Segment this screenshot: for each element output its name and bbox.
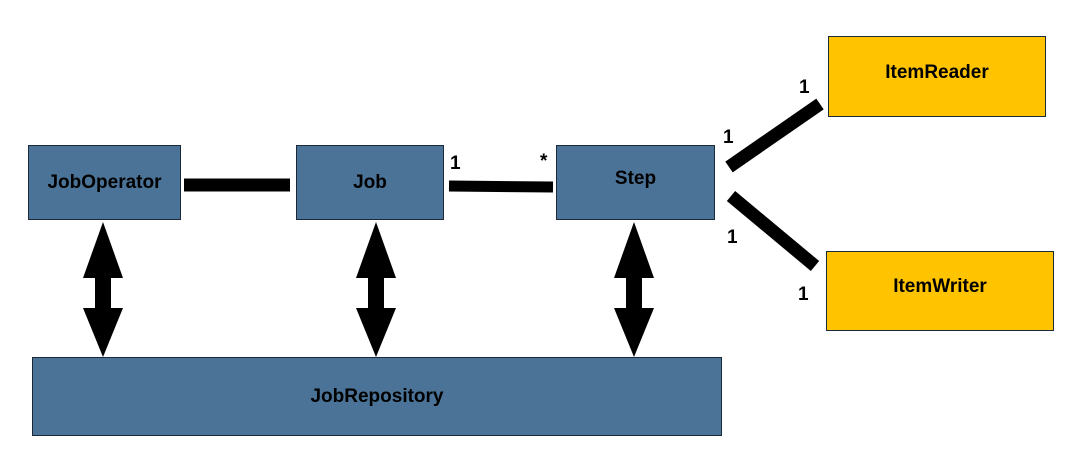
double-arrow-joboperator-repository: [83, 222, 123, 357]
double-arrow-job-repository: [356, 222, 396, 357]
double-arrow-step-repository: [614, 222, 654, 357]
node-step: Step: [556, 145, 715, 220]
multiplicity-writer-end: 1: [798, 284, 809, 305]
node-itemreader: ItemReader: [828, 36, 1046, 117]
multiplicity-step-end: *: [540, 151, 548, 172]
node-job: Job: [296, 145, 444, 220]
connector-step-itemreader: [725, 98, 824, 173]
node-job-label: Job: [353, 171, 387, 193]
node-itemwriter: ItemWriter: [826, 251, 1054, 331]
connector-step-itemwriter: [726, 191, 820, 271]
multiplicity-reader-step-end: 1: [723, 127, 734, 148]
connector-job-step: [448, 180, 554, 193]
node-joboperator: JobOperator: [28, 145, 181, 220]
node-jobrepository-label: JobRepository: [310, 385, 444, 407]
node-itemwriter-label: ItemWriter: [893, 276, 987, 297]
multiplicity-reader-end: 1: [799, 77, 810, 98]
multiplicity-job-end: 1: [450, 153, 461, 174]
node-step-label: Step: [614, 167, 657, 189]
node-joboperator-label: JobOperator: [47, 171, 162, 193]
multiplicity-writer-step-end: 1: [727, 227, 738, 248]
node-jobrepository: JobRepository: [32, 357, 722, 436]
node-itemreader-label: ItemReader: [885, 61, 989, 83]
